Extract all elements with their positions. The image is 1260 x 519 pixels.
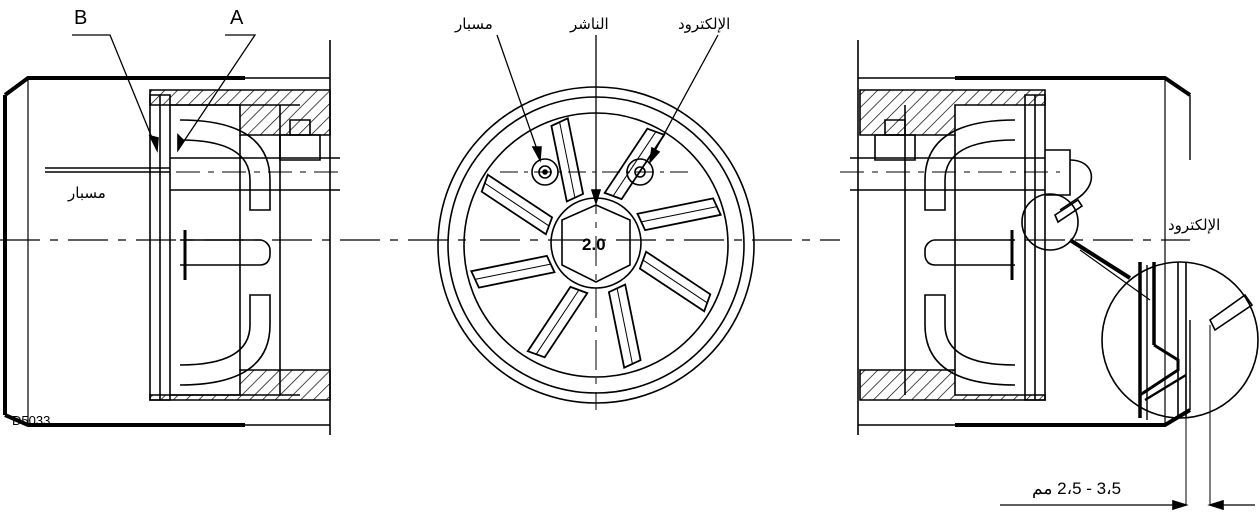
swirl-blade-ridge — [613, 132, 656, 196]
swirl-blade — [640, 252, 710, 312]
right-section-view — [840, 40, 1258, 509]
left-section-view — [0, 35, 470, 435]
gap-dimension: 3،5 - 2،5 مم — [1032, 479, 1122, 498]
swirl-blade-ridge — [485, 183, 549, 226]
swirl-blade — [471, 256, 554, 288]
swirl-blade — [609, 285, 641, 368]
label-electrode-top: الإلكترود — [678, 16, 731, 33]
label-diffuser: الناشر — [570, 16, 609, 33]
swirl-blade-ridge — [641, 207, 717, 222]
label-electrode-right: الإلكترود — [1168, 217, 1221, 234]
swirl-blade-ridge — [617, 288, 632, 364]
label-probe-left: مسبار — [68, 185, 106, 202]
swirl-blade — [605, 129, 665, 199]
label-a: A — [230, 7, 244, 29]
drawing-code: D5033 — [12, 413, 51, 428]
nozzle-size-label: 2.0 — [582, 235, 606, 254]
label-probe-top: مسبار — [455, 16, 493, 33]
swirl-blade — [482, 175, 552, 235]
label-b: B — [74, 7, 88, 29]
swirl-blade — [551, 118, 583, 201]
swirl-blade — [638, 198, 721, 230]
center-front-view — [438, 35, 840, 410]
swirl-blade-ridge — [560, 122, 575, 198]
swirl-blade — [528, 287, 588, 357]
swirl-blade-ridge — [536, 290, 579, 354]
swirl-blade-ridge — [643, 260, 707, 303]
swirl-blade-ridge — [475, 264, 551, 279]
